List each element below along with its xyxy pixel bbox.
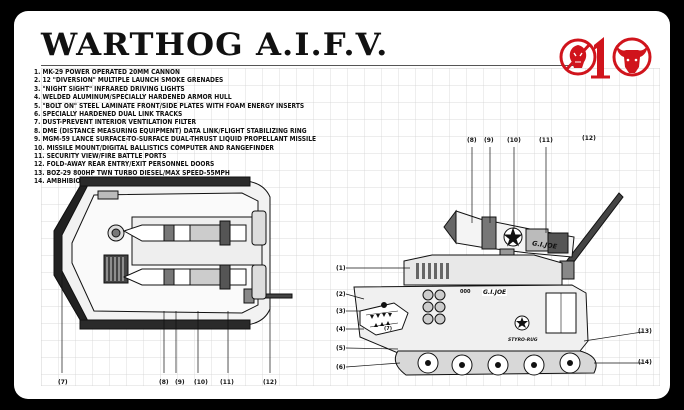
vehicle-blueprint-drawing	[53, 147, 643, 376]
hull-name: STYRO-RUG	[508, 338, 538, 343]
logo-cluster	[559, 37, 652, 79]
side-callout-3: (3)	[336, 308, 346, 315]
spec-item: 10. MISSILE MOUNT/DIGITAL BALLISTICS COM…	[34, 143, 274, 152]
callout-11: (11)	[220, 379, 234, 386]
side-callout-5: (5)	[336, 345, 346, 352]
spec-item: 13. BOZ-29 800HP TWN TURBO DIESEL/MAX SP…	[34, 168, 230, 177]
callout-8: (8)	[159, 379, 169, 386]
cobra-logo-icon	[559, 38, 597, 76]
side-callout-9: (9)	[484, 137, 494, 144]
spec-item: 8. DME (DISTANCE MEASURING EQUIPMENT) DA…	[34, 126, 307, 135]
side-callout-14: (14)	[638, 359, 652, 366]
callout-7: (7)	[58, 379, 68, 386]
spec-item: 5. "BOLT ON" STEEL LAMINATE FRONT/SIDE P…	[34, 101, 305, 110]
spec-item: 11. SECURITY VIEW/FIRE BATTLE PORTS	[34, 152, 167, 161]
spec-item: 9. MGM-59 LANCE SURFACE-TO-SURFACE DUAL-…	[34, 135, 317, 144]
spec-item: 3. "NIGHT SIGHT" INFRARED DRIVING LIGHTS	[34, 84, 185, 93]
hull-code: 000	[460, 289, 471, 295]
side-view	[345, 147, 643, 376]
spec-item: 6. SPECIALLY HARDENED DUAL LINK TRACKS	[34, 110, 183, 119]
spec-item: 7. DUST-PREVENT INTERIOR VENTILATION FIL…	[34, 118, 197, 127]
side-callout-11: (11)	[539, 137, 553, 144]
top-view	[53, 176, 293, 373]
callout-12: (12)	[263, 379, 277, 386]
spec-item: 2. 12 "DIVERSION" MULTIPLE LAUNCH SMOKE …	[34, 76, 224, 85]
side-callout-10: (10)	[507, 137, 521, 144]
spec-item: 4. WELDED ALUMINUM/SPECIALLY HARDENED AR…	[34, 93, 232, 102]
side-marking: G.I.JOE	[482, 289, 508, 296]
side-callout-1: (1)	[336, 265, 346, 272]
shark-callout: (7)	[384, 326, 393, 332]
spec-item: 12. FOLD-AWAY REAR ENTRY/EXIT PERSONNEL …	[34, 160, 215, 169]
callout-9: (9)	[175, 379, 185, 386]
blueprint-card: WARTHOG A.I.F.V. 1. MK-29 POWER OPERATED…	[14, 11, 670, 399]
page-title: WARTHOG A.I.F.V.	[41, 27, 389, 63]
title-underline	[41, 65, 580, 66]
callout-10: (10)	[194, 379, 208, 386]
side-callout-13: (13)	[638, 328, 652, 335]
side-callout-8: (8)	[467, 137, 477, 144]
side-callout-2: (2)	[336, 291, 346, 298]
side-callout-4: (4)	[336, 326, 346, 333]
number-one-icon	[591, 37, 610, 79]
side-callout-12: (12)	[582, 135, 596, 142]
spec-item: 1. MK-29 POWER OPERATED 20MM CANNON	[34, 68, 180, 76]
bull-head-icon	[612, 37, 652, 77]
side-callout-6: (6)	[336, 364, 346, 371]
